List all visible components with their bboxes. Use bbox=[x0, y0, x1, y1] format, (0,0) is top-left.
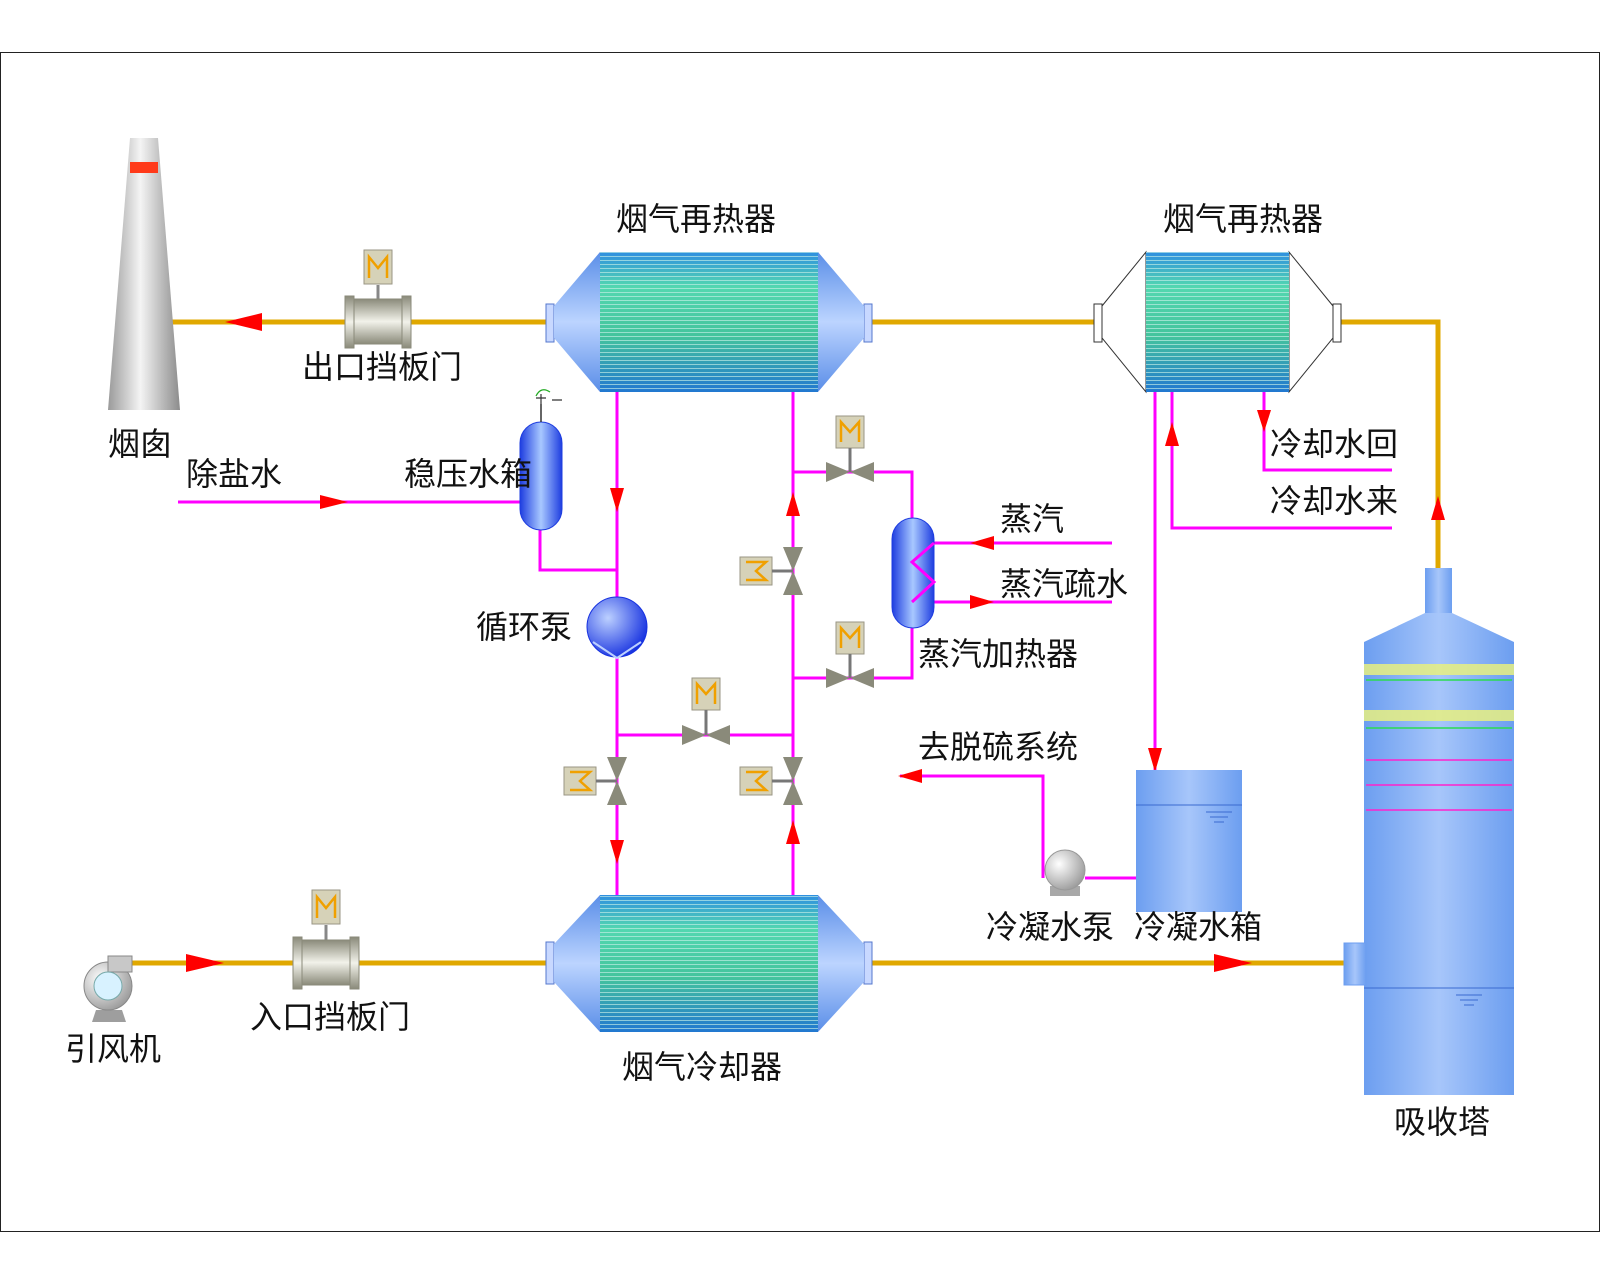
arrow-inlet-2 bbox=[1214, 954, 1252, 972]
arrow-to-desulf bbox=[898, 769, 922, 783]
chimney-band bbox=[130, 162, 158, 173]
arrow-up-1 bbox=[786, 492, 800, 516]
absorber-demister-layers bbox=[1364, 664, 1514, 811]
motor-valve-v2[interactable] bbox=[563, 757, 627, 805]
label-steam: 蒸汽 bbox=[1000, 500, 1064, 538]
label-chimney: 烟囱 bbox=[108, 425, 172, 463]
condensate-pump[interactable] bbox=[1044, 849, 1086, 896]
arrow-absorber-up bbox=[1431, 496, 1445, 520]
inlet-damper[interactable] bbox=[292, 889, 360, 990]
label-absorber: 吸收塔 bbox=[1394, 1103, 1490, 1141]
steam-heater bbox=[891, 517, 937, 629]
label-cooling-water-supply: 冷却水来 bbox=[1270, 482, 1398, 520]
flue-gas-reheater-right bbox=[1093, 250, 1342, 394]
arrow-steam-in bbox=[970, 536, 994, 550]
flue-gas-cooler bbox=[545, 895, 873, 1032]
label-steam-heater: 蒸汽加热器 bbox=[918, 635, 1078, 673]
arrow-inlet-1 bbox=[186, 954, 224, 972]
labels: 烟囱 出口挡板门 入口挡板门 引风机 烟气再热器 烟气再热器 烟气冷却器 除盐水… bbox=[65, 200, 1490, 1141]
label-reheater-right: 烟气再热器 bbox=[1163, 200, 1323, 238]
circulation-pump[interactable] bbox=[586, 596, 648, 660]
arrow-outlet-left bbox=[225, 313, 262, 331]
motor-valve-v1[interactable] bbox=[739, 547, 803, 595]
label-condensate-tank: 冷凝水箱 bbox=[1134, 908, 1262, 946]
label-inlet-damper: 入口挡板门 bbox=[250, 998, 410, 1036]
induced-draft-fan[interactable] bbox=[83, 955, 133, 1022]
absorber-tower bbox=[1343, 568, 1514, 1095]
label-stabilizer-tank: 稳压水箱 bbox=[404, 455, 532, 493]
outlet-damper[interactable] bbox=[344, 249, 412, 349]
arrow-cooling-return bbox=[1257, 410, 1271, 432]
label-outlet-damper: 出口挡板门 bbox=[302, 348, 462, 386]
condensate-tank bbox=[1136, 770, 1242, 912]
label-fan: 引风机 bbox=[65, 1030, 161, 1068]
arrow-steam-drain bbox=[970, 595, 994, 609]
arrow-cooling-supply bbox=[1165, 422, 1179, 446]
pressure-stabilizer-tank bbox=[519, 389, 563, 531]
arrow-demin bbox=[320, 495, 348, 509]
label-reheater-left: 烟气再热器 bbox=[616, 200, 776, 238]
label-circ-pump: 循环泵 bbox=[476, 608, 572, 646]
label-cooling-water-return: 冷却水回 bbox=[1270, 425, 1398, 463]
label-steam-drain: 蒸汽疏水 bbox=[1000, 565, 1128, 603]
chimney bbox=[108, 138, 180, 410]
motor-valve-bypass[interactable] bbox=[682, 677, 730, 745]
line-to-desulfurization bbox=[900, 774, 1045, 878]
arrow-to-cond-tank bbox=[1148, 748, 1162, 772]
arrow-down-1 bbox=[610, 488, 624, 512]
arrow-up-2 bbox=[786, 820, 800, 844]
motor-valve-v3[interactable] bbox=[739, 757, 803, 805]
label-demin-water: 除盐水 bbox=[186, 455, 282, 493]
line-tank-to-pump bbox=[538, 528, 617, 572]
gas-line-absorber-out bbox=[1341, 319, 1441, 570]
motor-valve-bottom[interactable] bbox=[826, 621, 874, 688]
motor-valve-top[interactable] bbox=[826, 415, 874, 482]
label-condensate-pump: 冷凝水泵 bbox=[986, 908, 1114, 946]
flow-arrows bbox=[186, 313, 1445, 972]
flue-gas-reheater-left bbox=[545, 252, 873, 392]
label-to-desulfurization: 去脱硫系统 bbox=[918, 728, 1078, 766]
line-to-steam-heater-top bbox=[793, 470, 914, 530]
label-gas-cooler: 烟气冷却器 bbox=[622, 1048, 782, 1086]
arrow-down-2 bbox=[610, 840, 624, 864]
